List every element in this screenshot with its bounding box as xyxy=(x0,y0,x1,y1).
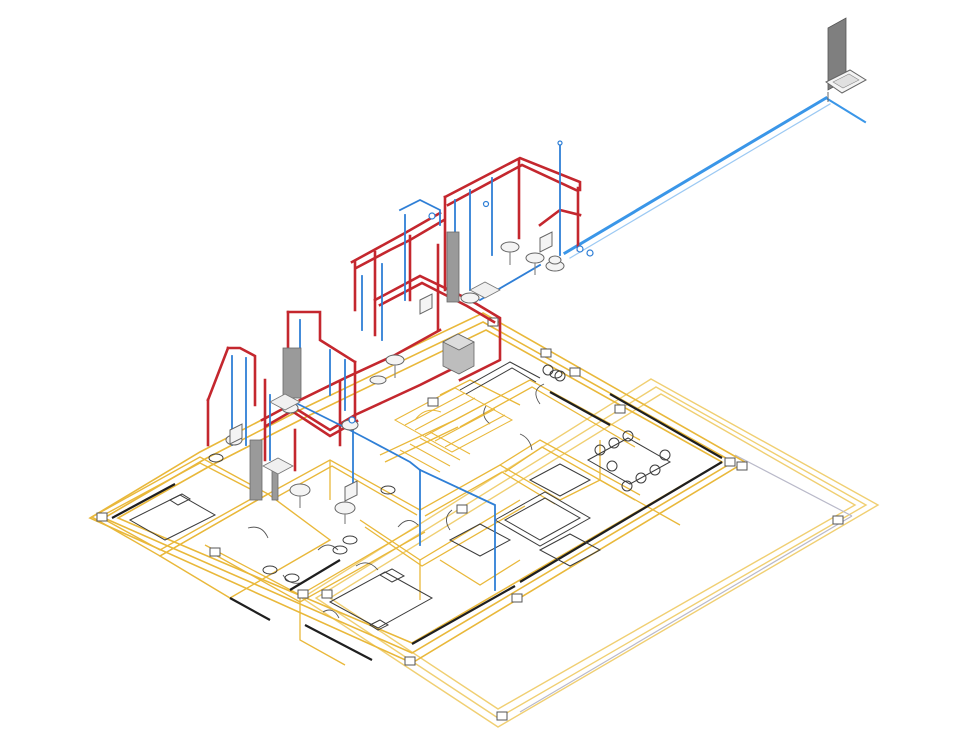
hot-water-pipes xyxy=(206,156,582,472)
bed-left xyxy=(128,493,217,541)
remote-sink-station xyxy=(825,17,867,102)
sofa-set xyxy=(448,463,602,567)
door-swings xyxy=(247,383,545,619)
building-outline xyxy=(88,312,747,664)
staircase xyxy=(393,387,514,473)
pipe-fittings xyxy=(348,140,594,424)
water-heater xyxy=(442,333,475,375)
main-supply-line xyxy=(562,95,867,259)
bathroom-plan-fixtures xyxy=(208,369,563,583)
toilets xyxy=(229,231,562,502)
glazing xyxy=(111,391,723,661)
bed-right xyxy=(328,568,434,631)
dining-table xyxy=(586,430,672,492)
fixtures-3d xyxy=(225,17,867,524)
floor-plan xyxy=(88,312,880,728)
columns xyxy=(96,317,844,721)
terrace-railing xyxy=(519,454,853,713)
bedroom-wing xyxy=(90,456,332,599)
kitchen-counter xyxy=(459,361,566,395)
pipe-network xyxy=(206,95,867,591)
riser-stacks xyxy=(249,231,460,501)
shower-trays xyxy=(262,281,501,475)
interior-walls xyxy=(204,379,681,666)
basin-pedestals xyxy=(299,252,536,524)
